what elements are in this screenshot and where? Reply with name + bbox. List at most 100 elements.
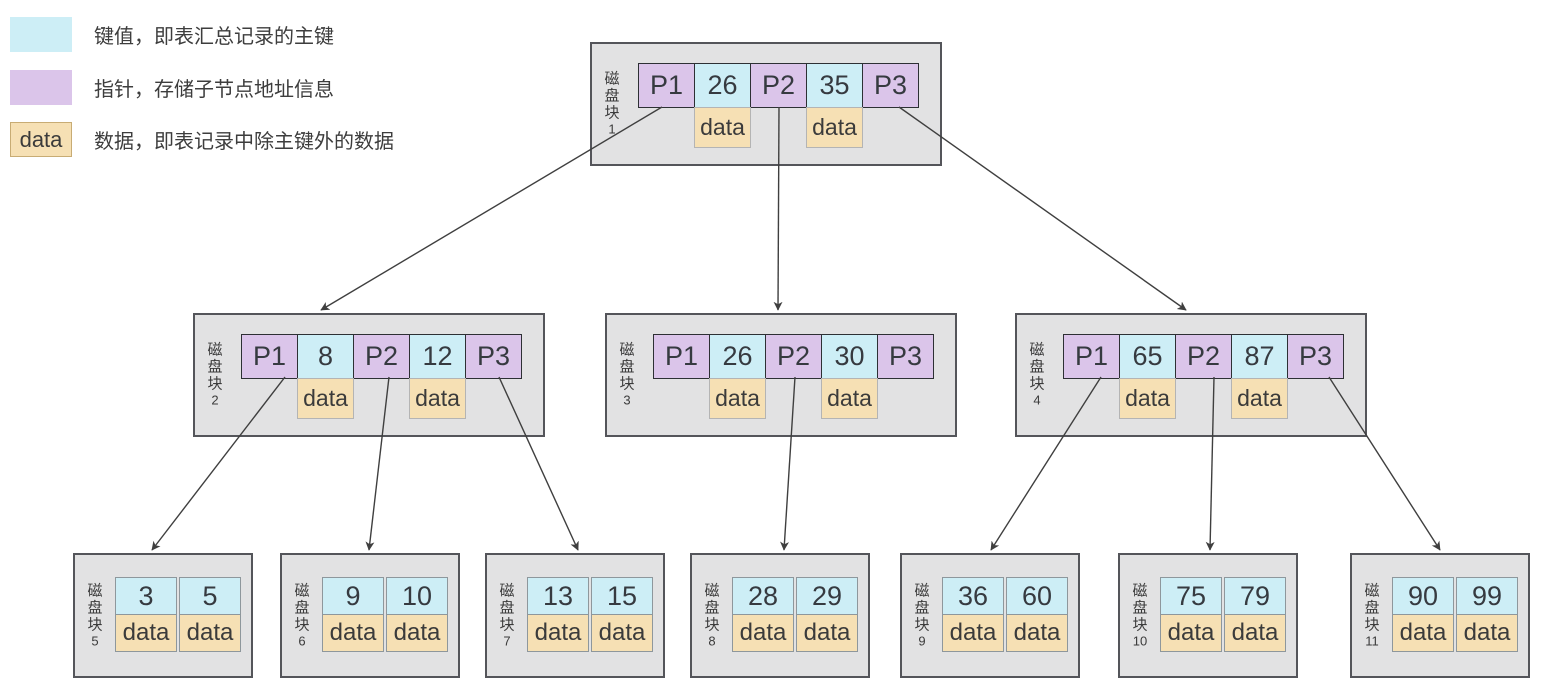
disk-block-3-label: 磁盘块 3	[618, 342, 636, 409]
disk-block-4: 磁盘块 4 P1 65 P2 87 P3 data data	[1015, 313, 1367, 437]
key-cell: 9	[322, 577, 384, 615]
block-number: 3	[623, 392, 631, 408]
disk-block-7-label: 磁盘块 7	[498, 582, 516, 649]
data-box: data	[115, 614, 177, 652]
block-label-text: 磁盘块	[499, 582, 515, 633]
pointer-cell-p2: P2	[765, 334, 822, 379]
block-label-text: 磁盘块	[1132, 582, 1148, 633]
data-box: data	[591, 614, 653, 652]
disk-block-8-label: 磁盘块 8	[703, 582, 721, 649]
pointer-cell-p3: P3	[877, 334, 934, 379]
data-box: data	[1231, 378, 1288, 419]
disk-block-5: 磁盘块 5 3 data 5 data	[73, 553, 253, 678]
block-number: 11	[1365, 633, 1379, 648]
record-column: 36 data	[942, 577, 1004, 652]
pointer-swatch	[10, 70, 72, 105]
pointer-cell-p3: P3	[862, 63, 919, 108]
key-cell: 75	[1160, 577, 1222, 615]
key-cell: 79	[1224, 577, 1286, 615]
pointer-cell-p2: P2	[1175, 334, 1232, 379]
data-box: data	[322, 614, 384, 652]
block-number: 6	[298, 633, 306, 648]
disk-block-11: 磁盘块 11 90 data 99 data	[1350, 553, 1530, 678]
key-cell: 3	[115, 577, 177, 615]
record-column: 15 data	[591, 577, 653, 652]
pointer-cell-p2: P2	[750, 63, 807, 108]
data-box: data	[796, 614, 858, 652]
disk-block-4-label: 磁盘块 4	[1028, 342, 1046, 409]
block-number: 10	[1132, 633, 1148, 648]
record-column: 60 data	[1006, 577, 1068, 652]
pointer-cell-p2: P2	[353, 334, 410, 379]
data-box: data	[821, 378, 878, 419]
data-box: data	[179, 614, 241, 652]
record-column: 75 data	[1160, 577, 1222, 652]
block-number: 7	[503, 633, 511, 648]
data-box: data	[1392, 614, 1454, 652]
block-label-text: 磁盘块	[1029, 341, 1045, 393]
disk-block-7: 磁盘块 7 13 data 15 data	[485, 553, 665, 678]
key-cell: 10	[386, 577, 448, 615]
block-label-text: 磁盘块	[704, 582, 720, 633]
disk-block-2: 磁盘块 2 P1 8 P2 12 P3 data data	[193, 313, 545, 437]
record-column: 3 data	[115, 577, 177, 652]
data-box: data	[694, 107, 751, 148]
record-column: 9 data	[322, 577, 384, 652]
legend-data-text: 数据，即表记录中除主键外的数据	[94, 131, 394, 153]
key-cell: 87	[1231, 334, 1288, 379]
key-cell: 8	[297, 334, 354, 379]
key-cell: 60	[1006, 577, 1068, 615]
pointer-cell-p3: P3	[465, 334, 522, 379]
key-cell: 90	[1392, 577, 1454, 615]
data-box: data	[297, 378, 354, 419]
legend-row-data: data 数据，即表记录中除主键外的数据	[10, 122, 394, 157]
key-cell: 99	[1456, 577, 1518, 615]
key-cell: 29	[796, 577, 858, 615]
record-column: 5 data	[179, 577, 241, 652]
disk-block-3: 磁盘块 3 P1 26 P2 30 P3 data data	[605, 313, 957, 437]
record-column: 10 data	[386, 577, 448, 652]
disk-block-9: 磁盘块 9 36 data 60 data	[900, 553, 1080, 678]
data-box: data	[1006, 614, 1068, 652]
record-column: 29 data	[796, 577, 858, 652]
data-box: data	[527, 614, 589, 652]
block-label-text: 磁盘块	[87, 582, 103, 633]
data-swatch: data	[10, 122, 72, 157]
pointer-cell-p1: P1	[1063, 334, 1120, 379]
record-column: 13 data	[527, 577, 589, 652]
disk-block-11-label: 磁盘块 11	[1363, 582, 1381, 649]
key-cell: 26	[694, 63, 751, 108]
disk-block-10: 磁盘块 10 75 data 79 data	[1118, 553, 1298, 678]
legend-pointer-text: 指针，存储子节点地址信息	[94, 79, 334, 101]
data-box: data	[1160, 614, 1222, 652]
data-box: data	[732, 614, 794, 652]
disk-block-10-label: 磁盘块 10	[1131, 582, 1149, 649]
block-label-text: 磁盘块	[207, 341, 223, 393]
key-cell: 30	[821, 334, 878, 379]
record-column: 28 data	[732, 577, 794, 652]
block-number: 9	[918, 633, 926, 648]
disk-block-6-label: 磁盘块 6	[293, 582, 311, 649]
block-number: 1	[608, 121, 616, 137]
arrow-block1-p3-to-block4	[898, 106, 1187, 311]
key-cell: 15	[591, 577, 653, 615]
record-column: 99 data	[1456, 577, 1518, 652]
disk-block-6: 磁盘块 6 9 data 10 data	[280, 553, 460, 678]
disk-block-1: 磁盘块 1 P1 26 P2 35 P3 data data	[590, 42, 942, 166]
key-cell: 5	[179, 577, 241, 615]
data-box: data	[806, 107, 863, 148]
data-box: data	[709, 378, 766, 419]
disk-block-8: 磁盘块 8 28 data 29 data	[690, 553, 870, 678]
block-label-text: 磁盘块	[604, 70, 620, 122]
legend-key-text: 键值，即表汇总记录的主键	[94, 26, 334, 48]
key-cell: 26	[709, 334, 766, 379]
legend-row-key: 键值，即表汇总记录的主键	[10, 17, 334, 52]
key-cell: 36	[942, 577, 1004, 615]
data-box: data	[1456, 614, 1518, 652]
pointer-cell-p1: P1	[638, 63, 695, 108]
pointer-cell-p1: P1	[653, 334, 710, 379]
data-box: data	[409, 378, 466, 419]
disk-block-5-label: 磁盘块 5	[86, 582, 104, 649]
key-cell: 13	[527, 577, 589, 615]
